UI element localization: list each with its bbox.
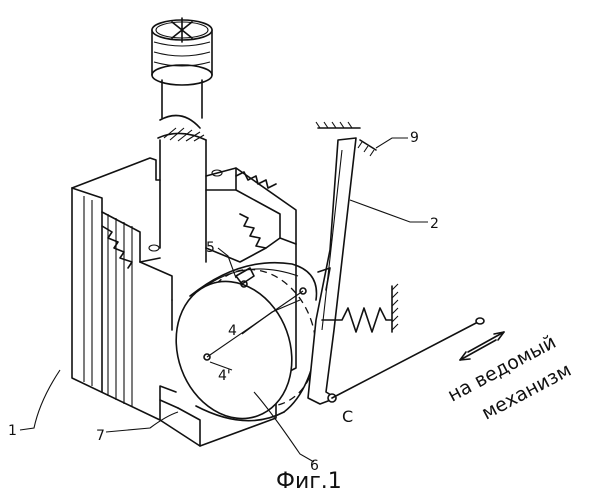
cam-roller: [157, 253, 334, 435]
direction-arrows: [460, 332, 504, 360]
label-2: 2: [430, 216, 439, 232]
label-c: С: [342, 407, 353, 426]
lever-arm: [308, 138, 356, 404]
label-1: 1: [8, 423, 17, 439]
figure-caption: Фиг.1: [276, 469, 342, 494]
piston-head: [152, 18, 212, 85]
label-9: 9: [410, 130, 419, 146]
label-7: 7: [96, 428, 105, 444]
piston-rod: [158, 80, 206, 248]
label-4-prime: 4': [218, 368, 231, 384]
label-5: 5: [206, 240, 215, 256]
label-4: 4: [228, 323, 237, 339]
